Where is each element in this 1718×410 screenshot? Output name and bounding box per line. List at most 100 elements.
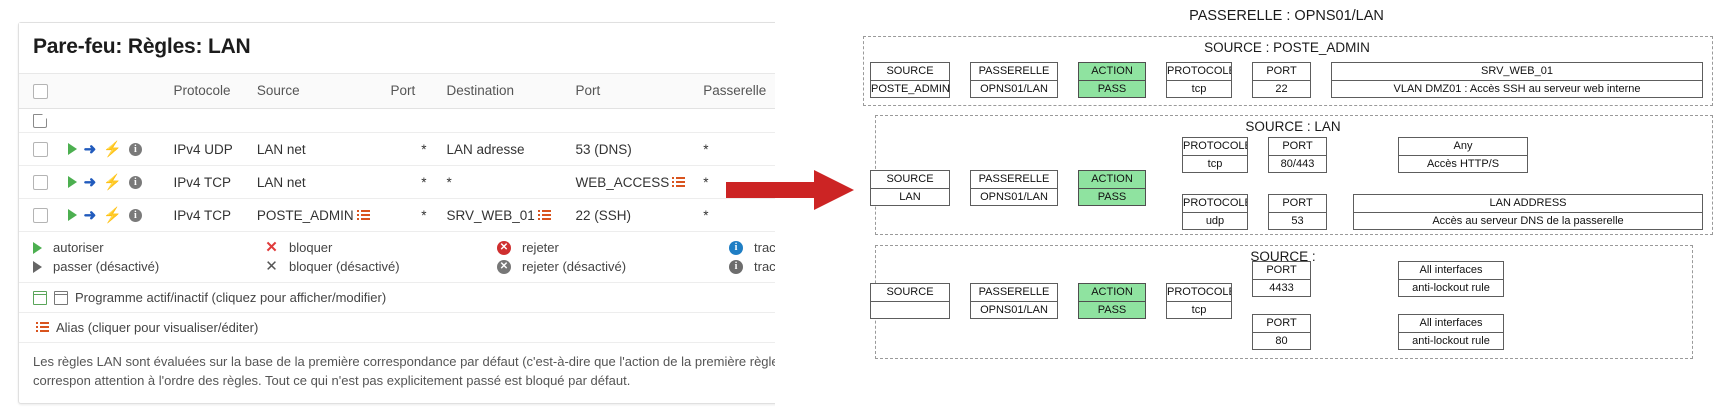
row-checkbox[interactable] [33, 142, 48, 158]
row-protocol: IPv4 TCP [167, 198, 251, 233]
log-icon: i [729, 240, 743, 255]
red-arrow-annotation [726, 170, 854, 210]
node-head: PORT [1253, 262, 1310, 280]
node-head: PROTOCOLE [1183, 138, 1247, 156]
node-target-srv-web-01: SRV_WEB_01 VLAN DMZ01 : Accès SSH au ser… [1331, 62, 1703, 98]
node-source-poste-admin: SOURCE POSTE_ADMIN [870, 62, 950, 98]
row-select-cell[interactable] [19, 132, 62, 167]
block-disabled-icon: ✕ [265, 258, 278, 276]
node-head: PROTOCOLE [1167, 63, 1231, 81]
row-checkbox[interactable] [33, 208, 48, 224]
node-body: OPNS01/LAN [980, 191, 1048, 203]
legend-pass-disabled: passer (désactivé) [33, 259, 265, 274]
node-head: All interfaces [1399, 262, 1503, 280]
node-head: SOURCE [871, 284, 949, 302]
node-body: anti-lockout rule [1412, 282, 1490, 294]
node-port-4433: PORT 4433 [1252, 261, 1311, 297]
node-body: 80/443 [1280, 158, 1315, 170]
node-body: 53 [1291, 215, 1304, 227]
group-label-anti-lockout: SOURCE : [1250, 249, 1316, 264]
row-checkbox[interactable] [33, 175, 48, 191]
firewall-rules-panel: Pare-feu: Règles: LAN Protocole Source P… [0, 0, 775, 410]
row-destination-port: WEB_ACCESS [569, 165, 698, 200]
destination-header[interactable]: Destination [440, 74, 570, 109]
node-action-lan: ACTION PASS [1078, 170, 1146, 206]
node-port-poste-admin: PORT 22 [1252, 62, 1311, 98]
info-icon[interactable]: i [128, 208, 142, 222]
node-body: 80 [1275, 335, 1288, 347]
destination-port-header[interactable]: Port [569, 74, 698, 109]
row-select-cell[interactable] [19, 198, 62, 233]
calendar-inactive-icon [54, 290, 68, 305]
legend-reject-disabled-label: rejeter (désactivé) [522, 259, 627, 275]
folder-icon[interactable] [33, 113, 48, 129]
row-destination-port-text: 22 (SSH) [575, 207, 632, 223]
row-source-text: POSTE_ADMIN [256, 207, 354, 223]
alias-icon[interactable] [672, 176, 686, 188]
row-select-cell[interactable] [19, 165, 62, 200]
node-head: PORT [1269, 138, 1326, 156]
select-all-header[interactable] [19, 74, 62, 109]
legend-reject-disabled: ✕ rejeter (désactivé) [497, 259, 729, 274]
folder-cell[interactable] [19, 108, 62, 134]
quick-bolt-icon: ⚡ [103, 206, 122, 224]
diagram-title: PASSERELLE : OPNS01/LAN [1189, 8, 1384, 24]
legend-alias-label[interactable]: Alias (cliquer pour visualiser/éditer) [56, 320, 259, 336]
info-icon[interactable]: i [128, 175, 142, 189]
table-row[interactable]: ➜ ⚡ i IPv4 TCP LAN net * * WEB_ACCESS * … [19, 165, 775, 200]
row-source: LAN net [250, 165, 385, 200]
table-row[interactable]: ➜ ⚡ i IPv4 UDP LAN net * LAN adresse 53 … [19, 132, 775, 167]
node-gateway-poste-admin: PASSERELLE OPNS01/LAN [970, 62, 1058, 98]
rules-table: Protocole Source Port Destination Port P… [19, 74, 775, 233]
select-all-checkbox[interactable] [33, 83, 48, 99]
page-title: Pare-feu: Règles: LAN [33, 35, 251, 58]
calendar-active-icon [33, 290, 47, 305]
rules-card: Pare-feu: Règles: LAN Protocole Source P… [18, 22, 775, 404]
node-protocol-poste-admin: PROTOCOLE tcp [1166, 62, 1232, 98]
node-head: PASSERELLE [971, 284, 1057, 302]
node-body: LAN [899, 191, 921, 203]
node-target-lan-address: LAN ADDRESS Accès au serveur DNS de la p… [1353, 194, 1703, 230]
node-port-lan-dns: PORT 53 [1268, 194, 1327, 230]
node-body: udp [1205, 215, 1225, 227]
legend-block-disabled-label: bloquer (désactivé) [289, 259, 400, 275]
node-gateway-lan: PASSERELLE OPNS01/LAN [970, 170, 1058, 206]
legend-log-disabled: i tracer (d [729, 259, 775, 274]
row-status-icons: ➜ ⚡ i [61, 132, 168, 167]
node-body: PASS [1097, 304, 1127, 316]
info-icon[interactable]: i [128, 142, 142, 156]
row-protocol: IPv4 TCP [167, 165, 251, 200]
source-port-header[interactable]: Port [384, 74, 441, 109]
quick-bolt-icon: ⚡ [103, 173, 122, 191]
legend-schedule-label[interactable]: Programme actif/inactif (cliquez pour af… [75, 290, 387, 306]
legend-block: ✕ bloquer [265, 240, 497, 255]
separator-row [19, 108, 775, 134]
row-source-port: * [384, 165, 441, 200]
alias-icon[interactable] [36, 322, 49, 333]
row-source: POSTE_ADMIN [250, 198, 385, 233]
gateway-header[interactable]: Passerelle [697, 74, 775, 109]
reject-icon: ✕ [497, 240, 511, 255]
node-head: PORT [1253, 63, 1310, 81]
row-destination-port: 22 (SSH) [569, 198, 698, 233]
rules-note: Les règles LAN sont évaluées sur la base… [33, 354, 775, 389]
alias-icon[interactable] [356, 209, 370, 221]
table-row[interactable]: ➜ ⚡ i IPv4 TCP POSTE_ADMIN * SRV_WEB_01 … [19, 198, 775, 233]
protocol-header[interactable]: Protocole [167, 74, 251, 109]
row-status-icons: ➜ ⚡ i [61, 198, 168, 233]
node-head: SRV_WEB_01 [1332, 63, 1702, 81]
node-body: 22 [1275, 83, 1288, 95]
node-action-anti-lockout: ACTION PASS [1078, 283, 1146, 319]
legend-log-disabled-label: tracer (d [754, 259, 775, 275]
separator-spacer [61, 108, 775, 134]
source-header[interactable]: Source [250, 74, 385, 109]
direction-arrow-icon: ➜ [83, 206, 97, 224]
node-head: ACTION [1079, 171, 1145, 189]
row-gateway: * [697, 132, 775, 167]
node-body [871, 302, 949, 319]
pass-icon [67, 209, 77, 222]
row-source-port: * [384, 198, 441, 233]
node-target-all-interfaces-2: All interfaces anti-lockout rule [1398, 314, 1504, 350]
node-head: PROTOCOLE [1167, 284, 1231, 302]
alias-icon[interactable] [537, 209, 551, 221]
